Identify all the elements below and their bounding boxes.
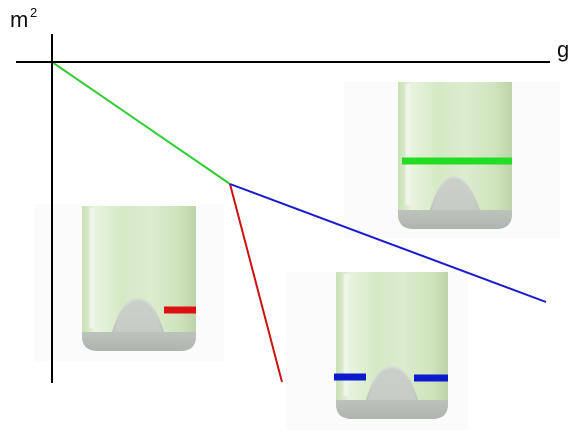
bottle-red-level bbox=[34, 204, 224, 362]
bottle-green-level bbox=[344, 82, 560, 238]
segment-branch-steep bbox=[229, 183, 283, 383]
y-axis-label: m bbox=[10, 7, 28, 32]
x-axis-label: g bbox=[557, 37, 569, 62]
y-axis-label-exponent: 2 bbox=[30, 5, 37, 20]
bottle-body bbox=[82, 206, 196, 351]
bottle-body bbox=[398, 82, 512, 229]
bottle-punt-dome bbox=[114, 300, 162, 332]
segment-branch-shallow bbox=[229, 183, 547, 303]
segment-initial bbox=[51, 61, 231, 185]
bottle-punt-dome bbox=[432, 178, 478, 210]
bottle-body bbox=[336, 272, 448, 419]
bottle-punt-dome bbox=[368, 368, 416, 400]
bottle-blue-level bbox=[286, 272, 468, 430]
